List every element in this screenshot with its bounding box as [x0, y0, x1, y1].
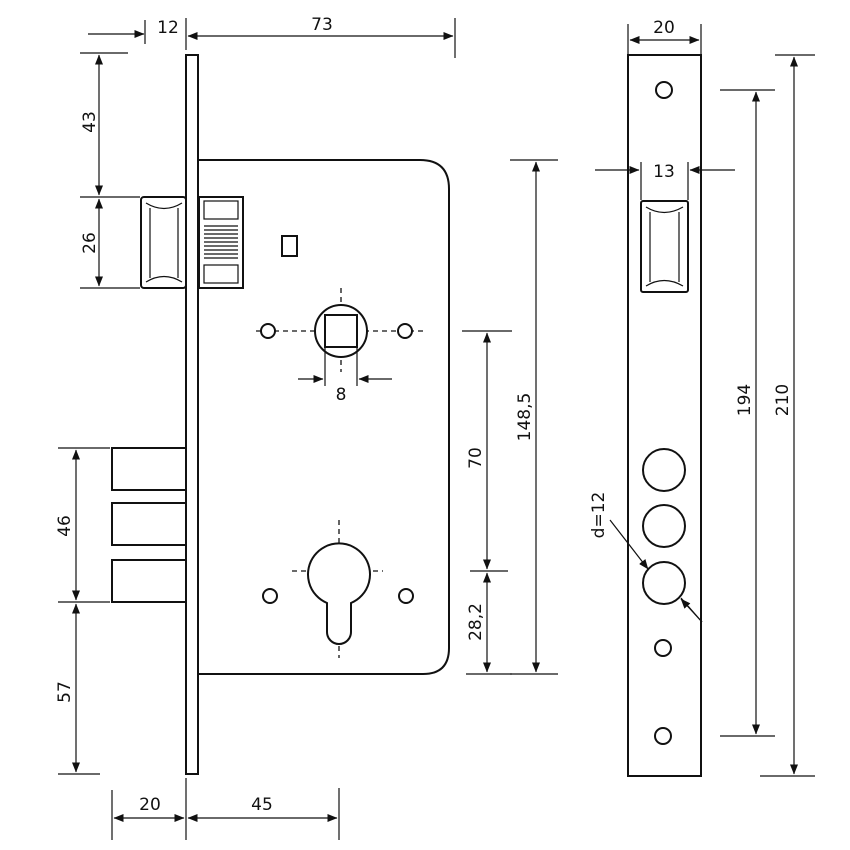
dim-backset: 20 45: [111, 778, 340, 840]
dim-label-26: 26: [80, 232, 100, 254]
bolt-hole-2: [642, 504, 686, 548]
dim-case-depth: 73: [187, 15, 456, 58]
dim-screw-spacing: 194: [720, 89, 775, 737]
screw-hole-mid: [654, 639, 672, 657]
dim-label-194: 194: [735, 384, 755, 416]
dim-latch-offset: 43 26: [80, 52, 140, 289]
lock-side-view: 12 73 43 26 8: [55, 15, 558, 840]
dim-label-57: 57: [55, 681, 75, 703]
screw-hole-bottom: [654, 727, 672, 745]
dead-bolts: [111, 447, 187, 603]
dim-label-20-bottom: 20: [139, 795, 161, 815]
bolt-hole-3: [642, 561, 686, 605]
dim-label-70: 70: [466, 447, 486, 469]
dim-faceplate-length: 210: [760, 54, 815, 777]
dim-case-height: 148,5: [510, 159, 558, 675]
dim-label-8: 8: [336, 385, 347, 405]
dim-label-73: 73: [311, 15, 333, 35]
dim-latch-slot-width: 13: [595, 162, 735, 200]
dim-faceplate-width: 20: [627, 18, 702, 55]
case-slot: [281, 235, 298, 257]
dim-label-d12: d=12: [589, 492, 609, 539]
dim-label-148-5: 148,5: [515, 393, 535, 442]
dim-label-20-top: 20: [653, 18, 675, 38]
cylinder-cutout: [262, 520, 414, 658]
latch-slot: [640, 200, 689, 293]
latch-bolt: [140, 196, 187, 289]
dim-label-28-2: 28,2: [466, 603, 486, 641]
dim-label-45: 45: [251, 795, 273, 815]
latch-spring-housing: [198, 196, 244, 289]
lock-case: [197, 159, 450, 675]
spindle-hub: [256, 288, 424, 372]
dim-label-46: 46: [55, 515, 75, 537]
dim-bolt-group: 46 57: [55, 447, 110, 775]
dim-label-43: 43: [80, 111, 100, 133]
bolt-hole-1: [642, 448, 686, 492]
dim-center-distance: 70 28,2: [462, 330, 512, 675]
dim-spindle-square: 8: [298, 348, 392, 405]
faceplate: [185, 54, 199, 775]
dim-faceplate-offset: 12: [88, 18, 187, 50]
dim-label-210: 210: [773, 384, 793, 416]
dim-bolt-hole-diameter: d=12: [589, 492, 703, 623]
faceplate-front-view: 20 13 194 210 d=12: [589, 18, 815, 777]
screw-hole-top: [655, 81, 673, 99]
dim-label-12: 12: [157, 18, 179, 38]
dim-label-13: 13: [653, 162, 675, 182]
